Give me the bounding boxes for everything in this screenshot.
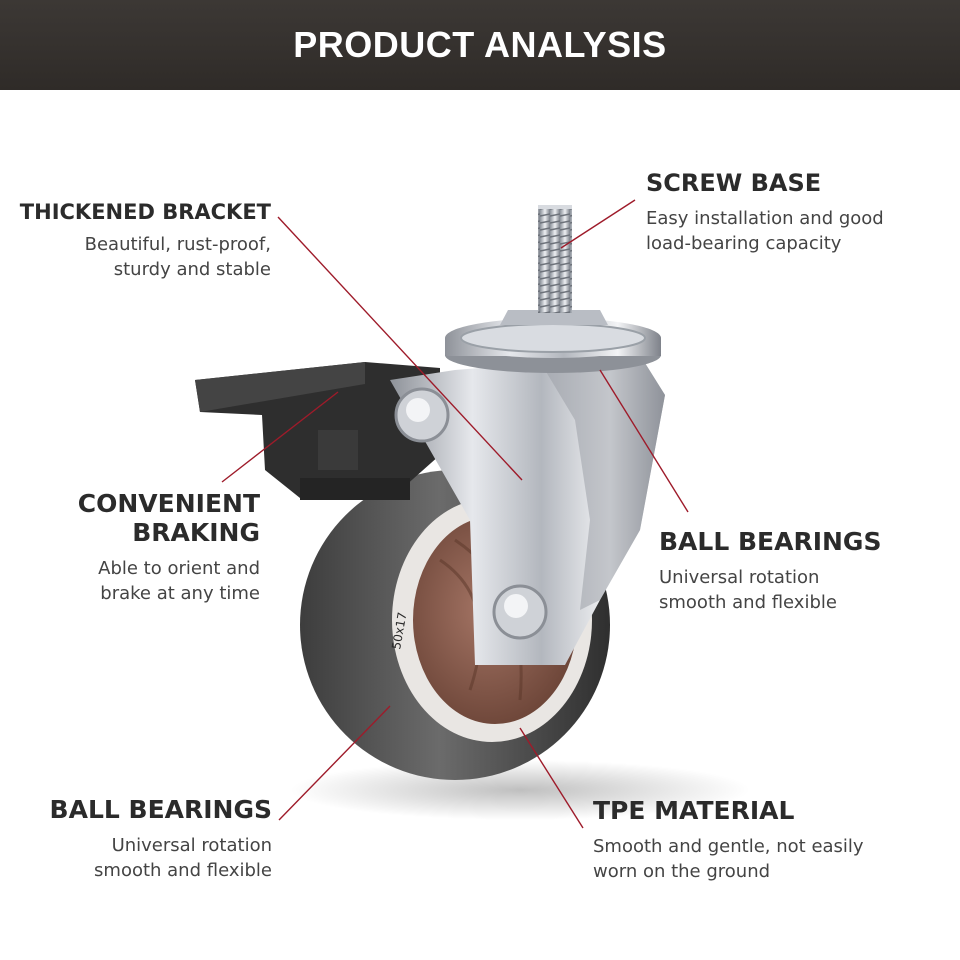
description-line: Smooth and gentle, not easily bbox=[593, 835, 864, 857]
feature-description: Smooth and gentle, not easily worn on th… bbox=[593, 834, 923, 884]
feature-title: TPE MATERIAL bbox=[593, 796, 795, 825]
feature-description: Universal rotation smooth and flexible bbox=[12, 833, 272, 883]
feature-title: CONVENIENT BRAKING bbox=[0, 489, 260, 548]
feature-title: BALL BEARINGS bbox=[659, 527, 882, 556]
feature-ball-bearings-left: BALL BEARINGS Universal rotation smooth … bbox=[12, 795, 272, 883]
screw-stem bbox=[500, 205, 608, 325]
feature-title: BALL BEARINGS bbox=[49, 795, 272, 824]
feature-description: Universal rotation smooth and flexible bbox=[659, 565, 939, 615]
description-line: smooth and flexible bbox=[659, 591, 837, 613]
feature-description: Able to orient and brake at any time bbox=[0, 556, 260, 606]
title-line: BRAKING bbox=[132, 517, 260, 547]
description-line: sturdy and stable bbox=[113, 259, 271, 281]
feature-ball-bearings-right: BALL BEARINGS Universal rotation smooth … bbox=[659, 527, 939, 615]
leader-bracket bbox=[277, 216, 523, 481]
description-line: Universal rotation bbox=[111, 834, 272, 856]
header-banner: PRODUCT ANALYSIS bbox=[0, 0, 960, 90]
title-line: CONVENIENT bbox=[77, 489, 260, 518]
leader-tpe bbox=[519, 727, 584, 829]
description-line: smooth and flexible bbox=[94, 859, 272, 881]
leader-bearing-right bbox=[599, 369, 689, 513]
feature-screw-base: SCREW BASE Easy installation and good lo… bbox=[646, 169, 946, 256]
swivel-plate bbox=[445, 318, 661, 373]
description-line: brake at any time bbox=[100, 582, 260, 604]
feature-title: THICKENED BRACKET bbox=[19, 200, 271, 224]
bracket bbox=[390, 355, 665, 665]
leader-bearing-left bbox=[278, 705, 391, 821]
description-line: load-bearing capacity bbox=[646, 232, 842, 254]
feature-description: Easy installation and good load-bearing … bbox=[646, 206, 946, 256]
feature-convenient-braking: CONVENIENT BRAKING Able to orient and br… bbox=[0, 489, 260, 606]
feature-description: Beautiful, rust-proof, sturdy and stable bbox=[0, 232, 271, 282]
leader-lines bbox=[221, 199, 689, 829]
page-title: PRODUCT ANALYSIS bbox=[293, 24, 667, 65]
feature-tpe-material: TPE MATERIAL Smooth and gentle, not easi… bbox=[593, 796, 923, 884]
description-line: Able to orient and bbox=[98, 557, 260, 579]
feature-title: SCREW BASE bbox=[646, 169, 822, 197]
brake-lever bbox=[195, 362, 440, 500]
leader-screw bbox=[560, 199, 636, 249]
leader-brake bbox=[221, 391, 339, 483]
tire-marking: 50x17 bbox=[389, 611, 409, 650]
description-line: worn on the ground bbox=[593, 860, 771, 882]
description-line: Universal rotation bbox=[659, 566, 820, 588]
feature-thickened-bracket: THICKENED BRACKET Beautiful, rust-proof,… bbox=[0, 200, 271, 282]
ground-shadow bbox=[290, 760, 750, 820]
description-line: Easy installation and good bbox=[646, 207, 884, 229]
description-line: Beautiful, rust-proof, bbox=[84, 234, 271, 256]
